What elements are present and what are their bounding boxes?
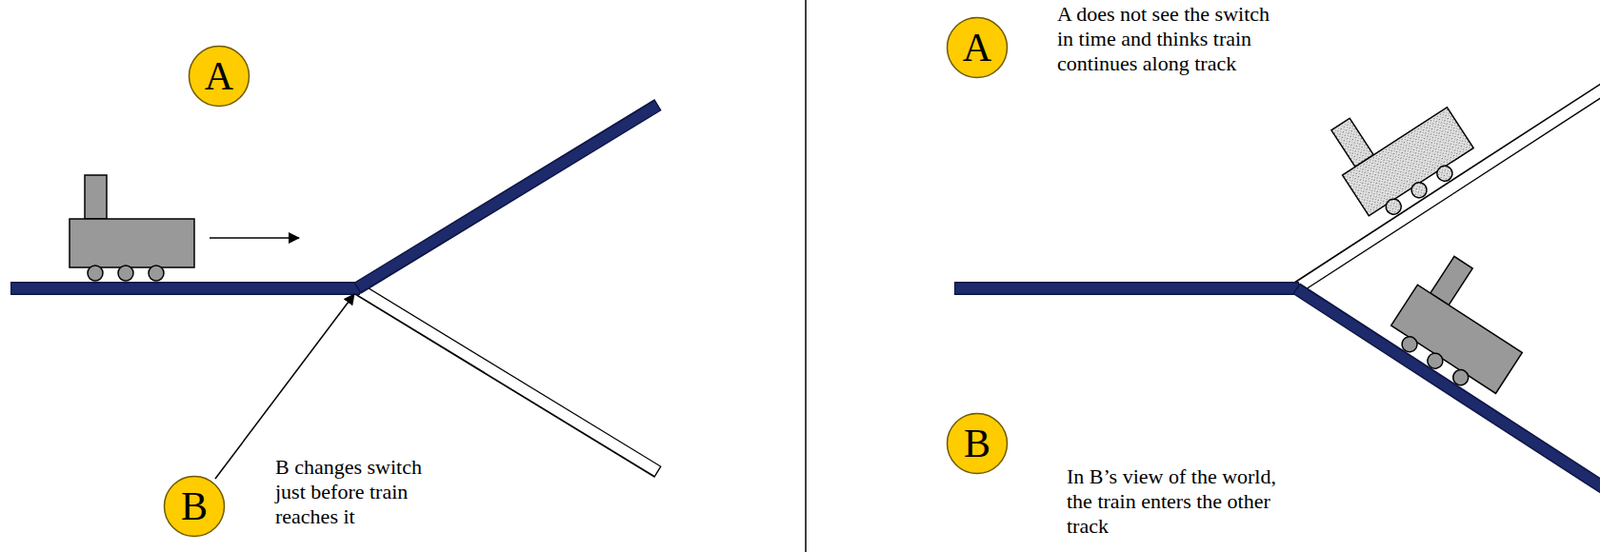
callout-letter: B <box>180 486 208 527</box>
unused-track <box>1298 79 1600 288</box>
callout-circle: B <box>945 412 1009 476</box>
imagined-train <box>1318 70 1480 227</box>
circle-shape <box>164 477 225 538</box>
annotation-note: A does not see the switch in time and th… <box>1057 1 1282 77</box>
switch-track-outline <box>357 288 659 473</box>
train-wheel <box>87 265 103 281</box>
train-wheel <box>1408 180 1430 201</box>
unused-track <box>359 289 658 472</box>
annotation-note: In B’s view of the world, the train ente… <box>1066 464 1300 540</box>
right-tracks <box>954 79 1600 499</box>
train-wheel <box>1434 162 1456 184</box>
annotation-note: B changes switch just before train reach… <box>275 455 442 530</box>
circle-shape <box>947 18 1008 79</box>
motion-arrow <box>209 237 300 240</box>
train-wheel <box>1399 334 1420 356</box>
circle-shape <box>189 46 250 107</box>
main-track <box>955 283 1299 295</box>
callout-circle: B <box>162 475 226 539</box>
panel-divider <box>804 0 807 552</box>
unused-track-outline <box>1296 79 1600 289</box>
train-body <box>1342 107 1475 217</box>
train-wheel <box>148 265 164 281</box>
train-body <box>69 219 195 268</box>
callout-circle: A <box>945 16 1009 80</box>
train <box>1383 248 1546 405</box>
train-wheel <box>1450 367 1472 389</box>
leader-arrow <box>215 294 355 480</box>
callout-letter: A <box>204 56 234 97</box>
callout-circle: A <box>187 44 251 108</box>
train-wheel <box>118 265 134 281</box>
callout-letter: B <box>963 423 991 464</box>
train <box>69 175 195 281</box>
main-track-outline <box>10 281 360 296</box>
train-wheel <box>1382 196 1404 218</box>
train-wheel <box>1424 350 1446 372</box>
train-chimney <box>84 175 107 220</box>
left-tracks <box>10 104 659 473</box>
train-body <box>1391 284 1523 394</box>
callout-letter: A <box>962 27 992 68</box>
circle-shape <box>947 414 1008 475</box>
main-track-outline <box>954 281 1300 296</box>
active-track-outline <box>357 104 659 289</box>
main-track <box>11 283 360 295</box>
active-track <box>358 105 658 288</box>
